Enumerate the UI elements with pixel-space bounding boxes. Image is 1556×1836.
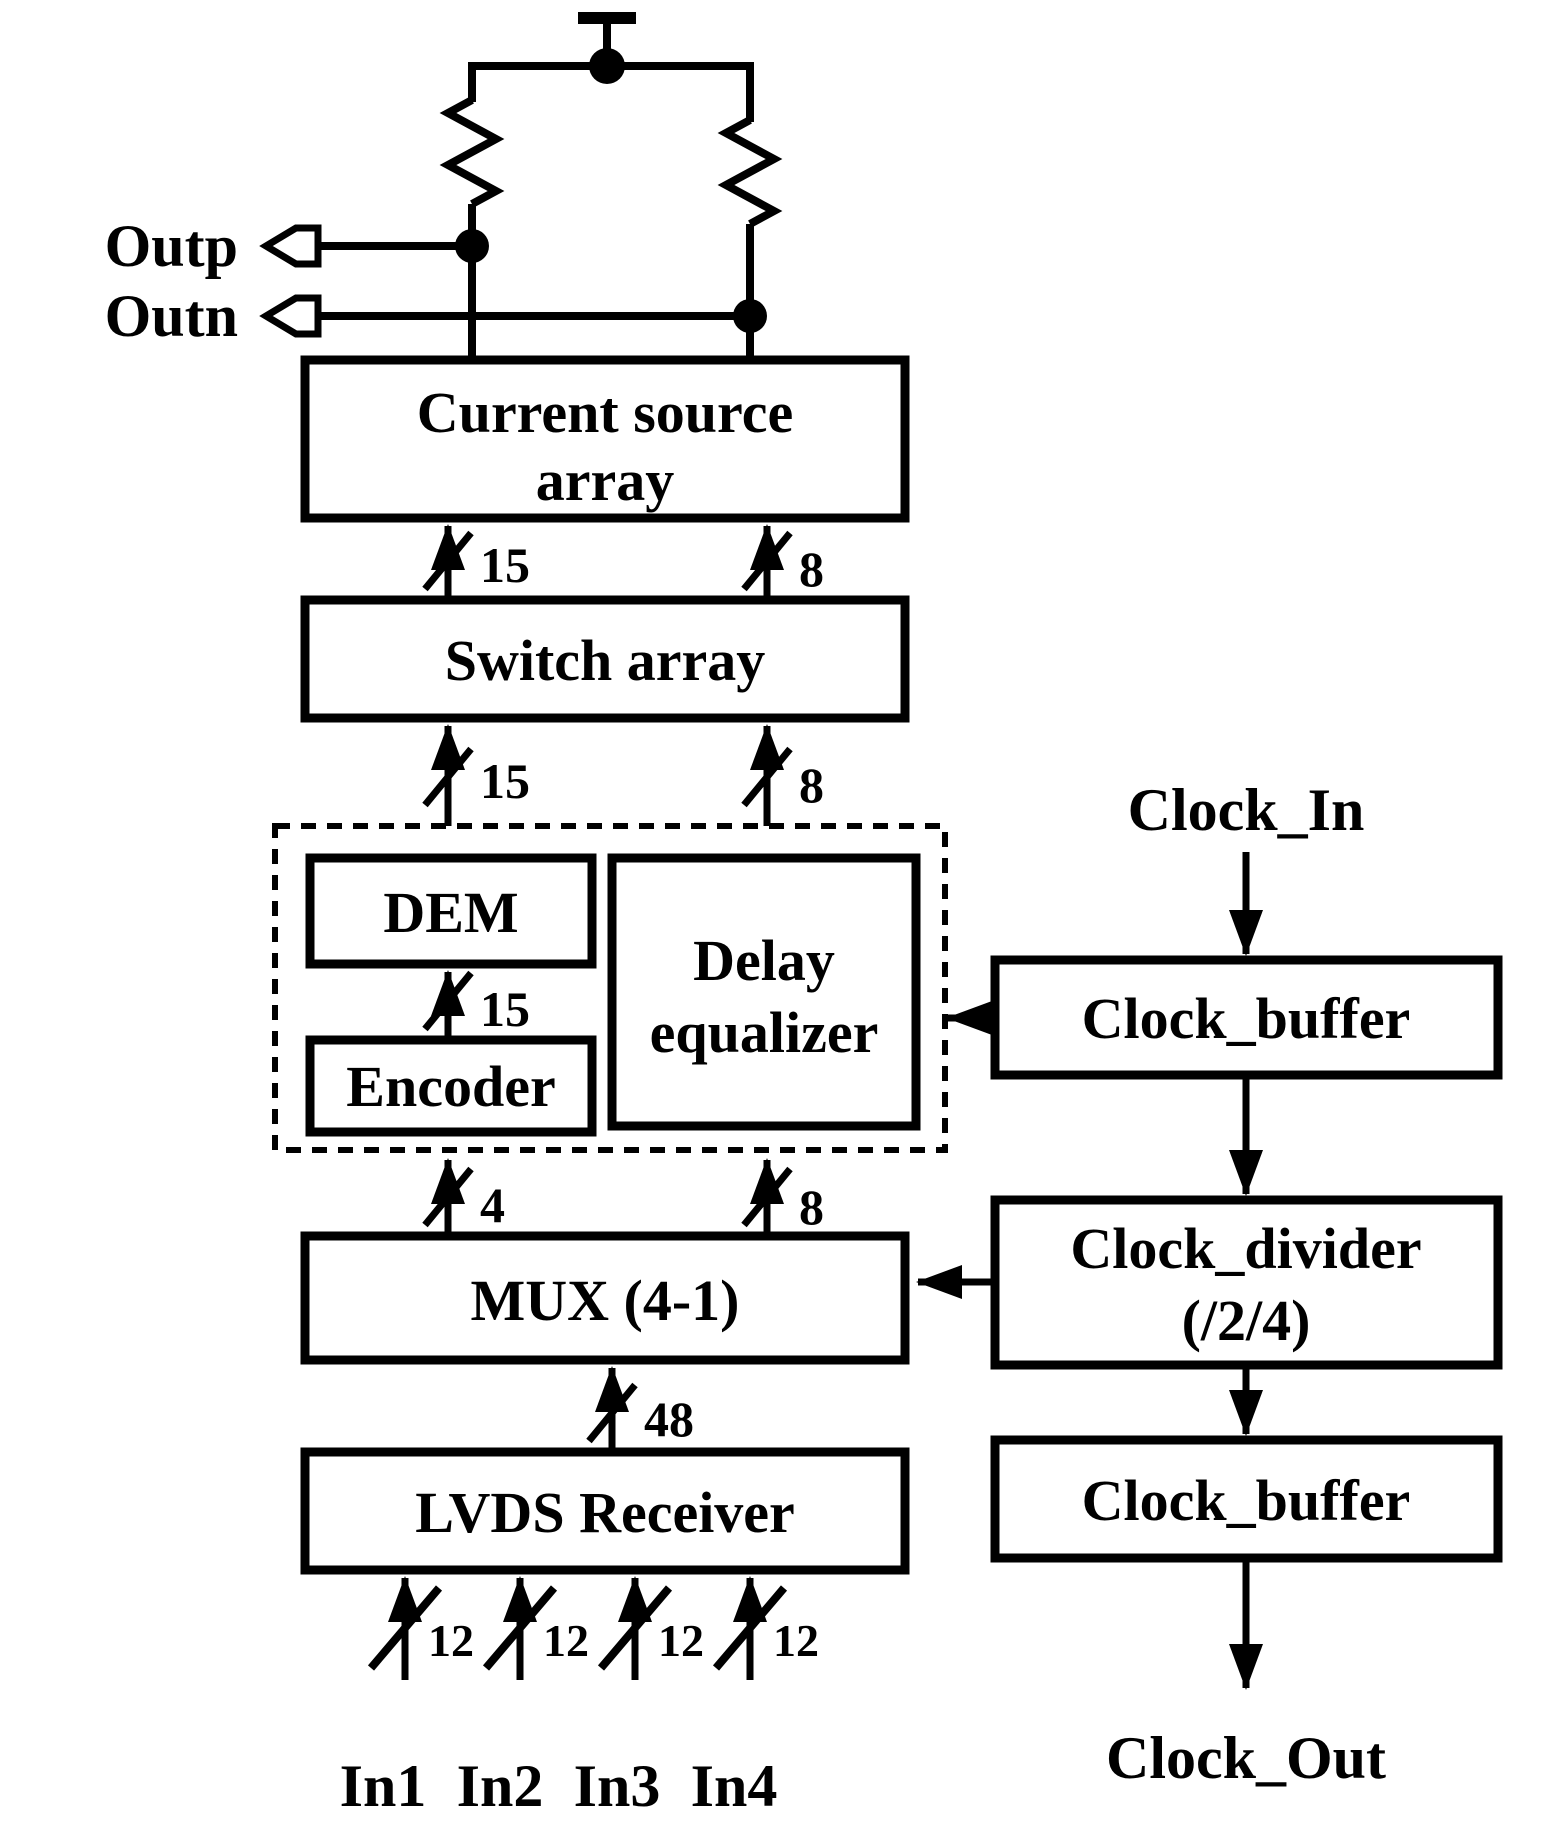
bus-width-label: 8	[799, 1179, 824, 1235]
delay-equalizer-label-line1: Delay	[693, 928, 835, 993]
bus-width-label: 12	[773, 1615, 819, 1666]
bus-switch-to-current-left: 15	[422, 524, 530, 600]
in4-label: In4	[691, 1753, 778, 1819]
bus-in2: 12 In2	[457, 1576, 589, 1819]
bus-width-label: 15	[480, 981, 530, 1037]
in2-label: In2	[457, 1753, 544, 1819]
clock-buffer-bottom-label: Clock_buffer	[1082, 1468, 1411, 1533]
mux-block: MUX (4-1)	[300, 1231, 910, 1365]
dem-label: DEM	[383, 880, 518, 945]
bus-in4: 12 In4	[691, 1576, 819, 1819]
supply-network	[439, 12, 783, 360]
in3-label: In3	[574, 1753, 661, 1819]
bus-slash-icon	[422, 746, 474, 808]
bus-width-label: 12	[543, 1615, 589, 1666]
clock-buffer-bottom-block: Clock_buffer	[990, 1435, 1503, 1563]
lvds-receiver-label: LVDS Receiver	[415, 1480, 795, 1545]
bus-in1: 12 In1	[340, 1576, 474, 1819]
bus-slash-icon	[422, 530, 474, 592]
bus-lvds-to-mux: 48	[586, 1366, 694, 1452]
outn-label: Outn	[105, 283, 238, 349]
bus-width-label: 15	[480, 753, 530, 809]
dem-block: DEM	[305, 853, 597, 969]
clock-in-port: Clock_In	[1128, 777, 1365, 956]
clock-out-label: Clock_Out	[1106, 1725, 1386, 1791]
current-source-array-label-line2: array	[536, 448, 675, 513]
outp-port: Outp	[105, 213, 472, 279]
encoder-block: Encoder	[305, 1035, 597, 1137]
bus-width-label: 48	[644, 1391, 694, 1447]
bus-slash-icon	[367, 1585, 443, 1671]
lvds-receiver-block: LVDS Receiver	[300, 1447, 910, 1575]
outp-label: Outp	[105, 213, 238, 279]
resistor-right-icon	[717, 116, 783, 228]
delay-equalizer-label-line2: equalizer	[650, 1000, 879, 1065]
clock-divider-label-line2: (/2/4)	[1182, 1288, 1311, 1353]
resistor-left-icon	[439, 96, 505, 208]
clock-in-label: Clock_In	[1128, 777, 1365, 843]
current-source-array-block: Current source array	[300, 355, 910, 523]
switch-array-label: Switch array	[445, 628, 766, 693]
bus-slash-icon	[422, 1166, 474, 1228]
bus-mux-to-encoder: 4	[422, 1158, 505, 1236]
clock-buffer-top-block: Clock_buffer	[990, 955, 1503, 1080]
bus-slash-icon	[712, 1585, 788, 1671]
bus-slash-icon	[741, 1166, 793, 1228]
mux-label: MUX (4-1)	[471, 1268, 740, 1333]
bus-slash-icon	[586, 1382, 638, 1444]
clock-buffer-top-label: Clock_buffer	[1082, 986, 1411, 1051]
bus-slash-icon	[741, 530, 793, 592]
bus-width-label: 15	[480, 537, 530, 593]
bus-in3: 12 In3	[574, 1576, 704, 1819]
outn-port: Outn	[105, 283, 750, 349]
switch-array-block: Switch array	[300, 595, 910, 723]
bus-mux-to-delay: 8	[741, 1158, 824, 1236]
outn-open-arrow-icon	[259, 294, 322, 338]
clock-out-port: Clock_Out	[1106, 1558, 1386, 1791]
bus-slash-icon	[741, 746, 793, 808]
bus-width-label: 12	[658, 1615, 704, 1666]
bus-encoder-to-dem: 15	[422, 970, 530, 1040]
bus-delay-to-switch: 8	[741, 724, 824, 826]
current-source-array-label-line1: Current source	[417, 380, 793, 445]
encoder-label: Encoder	[346, 1054, 555, 1119]
bus-slash-icon	[597, 1585, 673, 1671]
outp-open-arrow-icon	[259, 224, 322, 268]
bus-width-label: 12	[428, 1615, 474, 1666]
bus-width-label: 4	[480, 1177, 505, 1233]
bus-slash-icon	[422, 970, 474, 1032]
bus-switch-to-current-right: 8	[741, 524, 824, 600]
bus-slash-icon	[482, 1585, 558, 1671]
in1-label: In1	[340, 1753, 427, 1819]
digital-logic-dashed-box	[272, 823, 948, 1153]
clock-divider-block: Clock_divider (/2/4)	[990, 1195, 1503, 1370]
clock-divider-label-line1: Clock_divider	[1070, 1216, 1421, 1281]
bus-width-label: 8	[799, 757, 824, 813]
delay-equalizer-block: Delay equalizer	[607, 853, 921, 1131]
bus-width-label: 8	[799, 541, 824, 597]
bus-dem-to-switch: 15	[422, 724, 530, 826]
